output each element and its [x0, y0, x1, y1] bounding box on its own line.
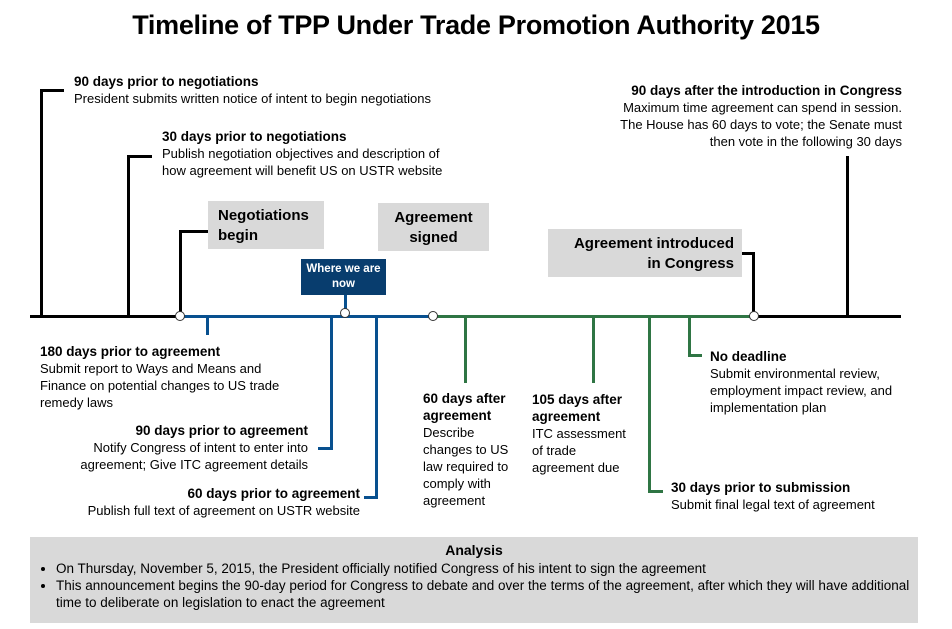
timeline-segment-pre: [30, 315, 180, 318]
timeline-segment-negotiation: [180, 315, 433, 318]
event-30-days-prior-negotiations: 30 days prior to negotiations Publish ne…: [162, 128, 462, 179]
milestone-negotiations-begin: Negotiations begin: [208, 201, 324, 249]
event-heading: 60 days after agreement: [423, 391, 506, 423]
connector-30-days-negotiations: [127, 155, 130, 317]
event-90-days-after-congress: 90 days after the introduction in Congre…: [600, 82, 902, 150]
event-text: Submit environmental review, employment …: [710, 366, 893, 415]
event-no-deadline: No deadline Submit environmental review,…: [710, 348, 910, 416]
milestone-label: Agreement introduced in Congress: [573, 235, 734, 272]
event-90-days-prior-agreement: 90 days prior to agreement Notify Congre…: [66, 422, 308, 473]
milestone-introduced-congress: Agreement introduced in Congress: [548, 229, 742, 277]
timeline-segment-congress: [754, 315, 901, 318]
milestone-label: Negotiations begin: [218, 207, 309, 244]
connector-90-days-negotiations-tick: [40, 89, 64, 92]
event-text: Submit final legal text of agreement: [671, 497, 875, 512]
milestone-agreement-signed: Agreement signed: [378, 203, 489, 251]
node-negotiations-begin: [175, 311, 185, 321]
event-heading: 30 days prior to submission: [671, 480, 851, 495]
page-title: Timeline of TPP Under Trade Promotion Au…: [132, 10, 820, 40]
connector-60-days-agreement: [375, 317, 378, 499]
connector-90-days-agreement-tick: [318, 447, 333, 450]
analysis-bullet: This announcement begins the 90-day peri…: [56, 577, 918, 611]
event-text: Publish negotiation objectives and descr…: [162, 146, 443, 178]
analysis-bullet: On Thursday, November 5, 2015, the Presi…: [56, 560, 918, 577]
connector-90-days-negotiations: [40, 89, 43, 317]
event-heading: 180 days prior to agreement: [40, 344, 221, 359]
event-text: Submit report to Ways and Means and Fina…: [40, 361, 280, 410]
connector-no-deadline: [688, 317, 691, 357]
connector-30-days-submission: [648, 317, 651, 493]
connector-30-days-negotiations-tick: [127, 155, 152, 158]
event-heading: 90 days prior to negotiations: [74, 74, 259, 89]
event-heading: 30 days prior to negotiations: [162, 129, 347, 144]
analysis-heading: Analysis: [445, 542, 503, 558]
where-we-are-now-badge: Where we are now: [301, 259, 386, 295]
connector-60-days-agreement-tick: [364, 496, 378, 499]
event-60-days-prior-agreement: 60 days prior to agreement Publish full …: [60, 485, 360, 519]
connector-90-days-after-congress: [846, 156, 849, 316]
connector-introduced-congress-tick: [742, 252, 754, 255]
connector-introduced-congress: [752, 252, 755, 315]
event-180-days-prior-agreement: 180 days prior to agreement Submit repor…: [40, 343, 280, 411]
node-introduced-congress: [749, 311, 759, 321]
connector-no-deadline-tick: [688, 354, 702, 357]
connector-180-days-agreement: [206, 317, 209, 335]
event-text: Describe changes to US law required to c…: [423, 425, 509, 508]
event-text: Publish full text of agreement on USTR w…: [87, 503, 360, 518]
badge-label: Where we are now: [306, 263, 381, 290]
event-text: Maximum time agreement can spend in sess…: [620, 100, 902, 149]
event-heading: No deadline: [710, 349, 787, 364]
event-text: ITC assessment of trade agreement due: [532, 426, 626, 475]
event-heading: 90 days after the introduction in Congre…: [631, 83, 902, 98]
event-heading: 60 days prior to agreement: [187, 486, 360, 501]
analysis-panel: Analysis On Thursday, November 5, 2015, …: [30, 537, 918, 623]
timeline-segment-post-agreement: [433, 315, 754, 318]
analysis-bullets: On Thursday, November 5, 2015, the Presi…: [30, 560, 918, 611]
event-text: Notify Congress of intent to enter into …: [80, 440, 308, 472]
node-agreement-signed: [428, 311, 438, 321]
event-105-days-after-agreement: 105 days after agreement ITC assessment …: [532, 391, 632, 476]
event-heading: 105 days after agreement: [532, 392, 623, 424]
connector-60-days-after: [464, 317, 467, 383]
event-30-days-prior-submission: 30 days prior to submission Submit final…: [671, 479, 911, 513]
node-where-we-are-now: [340, 308, 350, 318]
event-60-days-after-agreement: 60 days after agreement Describe changes…: [423, 390, 523, 509]
event-heading: 90 days prior to agreement: [135, 423, 308, 438]
event-90-days-prior-negotiations: 90 days prior to negotiations President …: [74, 73, 494, 107]
milestone-label: Agreement signed: [394, 209, 473, 246]
connector-where-we-are-now: [344, 295, 347, 315]
connector-negotiations-begin: [179, 230, 182, 315]
connector-negotiations-begin-tick: [179, 230, 208, 233]
connector-30-days-submission-tick: [648, 490, 663, 493]
connector-105-days-after: [592, 317, 595, 383]
connector-90-days-agreement: [330, 317, 333, 450]
event-text: President submits written notice of inte…: [74, 91, 431, 106]
